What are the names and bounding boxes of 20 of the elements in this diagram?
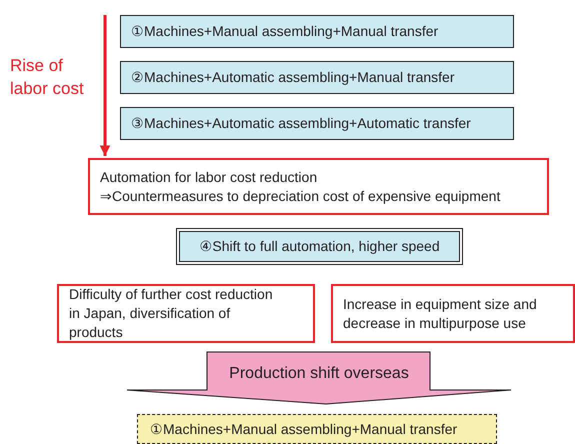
issue-box xyxy=(57,284,315,343)
box-text: ②Machines+Automatic assembling+Manual transfer xyxy=(131,68,456,87)
process-box xyxy=(120,15,514,48)
box-text: ①Machines+Manual assembling+Manual transfer xyxy=(131,22,440,41)
arrow-label: Production shift overseas xyxy=(228,364,410,384)
arrow xyxy=(100,15,110,156)
box-text: ①Machines+Manual assembling+Manual transfer xyxy=(150,420,458,438)
box-text: ⇒Countermeasures to depreciation cost of expensive equipment xyxy=(100,186,502,206)
process-box xyxy=(120,107,514,140)
box-text: Difficulty of further cost reduction in Japan, diversification of products xyxy=(69,285,274,342)
process-box xyxy=(120,61,514,94)
block-arrow xyxy=(127,352,511,404)
process-box xyxy=(179,231,460,262)
box-text: ③Machines+Automatic assembling+Automatic transfer xyxy=(131,114,472,133)
result-box xyxy=(137,414,497,444)
box-text: Automation for labor cost reduction xyxy=(100,168,318,186)
issue-box xyxy=(88,158,549,215)
box-text: Increase in equipment size and decrease in multipurpose use xyxy=(343,294,538,332)
box-text: ④Shift to full automation, higher speed xyxy=(198,237,441,256)
issue-box xyxy=(331,284,575,343)
